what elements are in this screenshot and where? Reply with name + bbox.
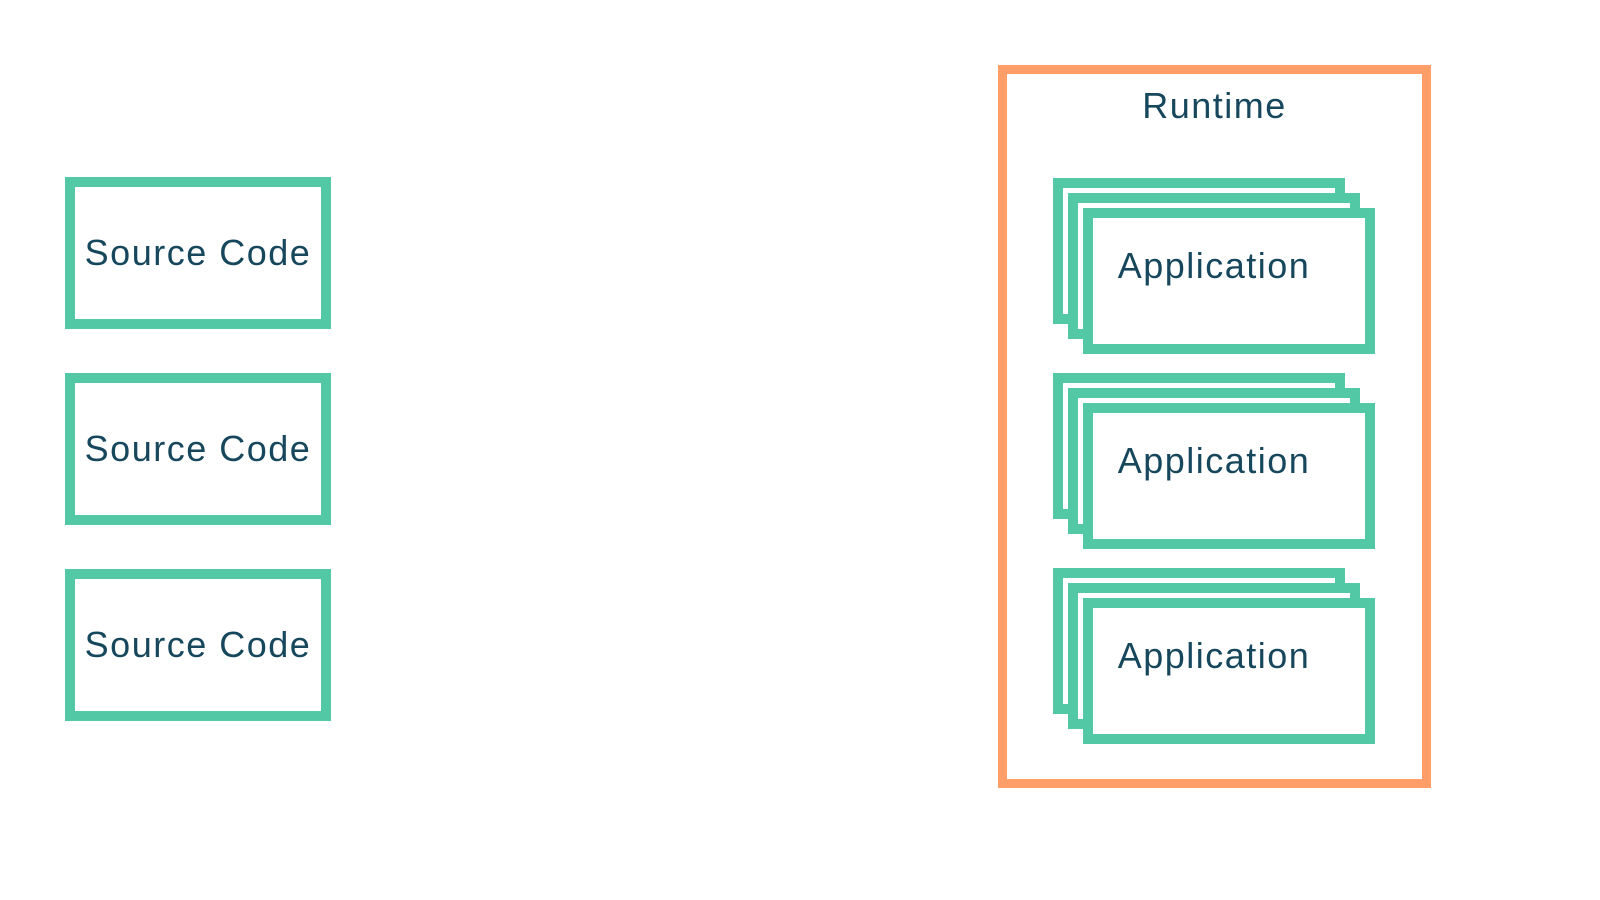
source-code-box: Source Code [65,373,331,525]
application-layer-front [1083,208,1375,354]
application-label: Application [1117,440,1311,481]
application-layer-front [1083,403,1375,549]
application-stack: Application [1053,568,1375,744]
application-label: Application [1117,635,1311,676]
runtime-title: Runtime [1142,85,1287,126]
application-stack: Application [1053,178,1375,354]
application-label: Application [1117,245,1311,286]
source-code-box: Source Code [65,569,331,721]
application-layer-front [1083,598,1375,744]
source-code-label: Source Code [84,232,312,273]
source-code-box: Source Code [65,177,331,329]
source-code-label: Source Code [84,624,312,665]
application-stack: Application [1053,373,1375,549]
source-code-label: Source Code [84,428,312,469]
